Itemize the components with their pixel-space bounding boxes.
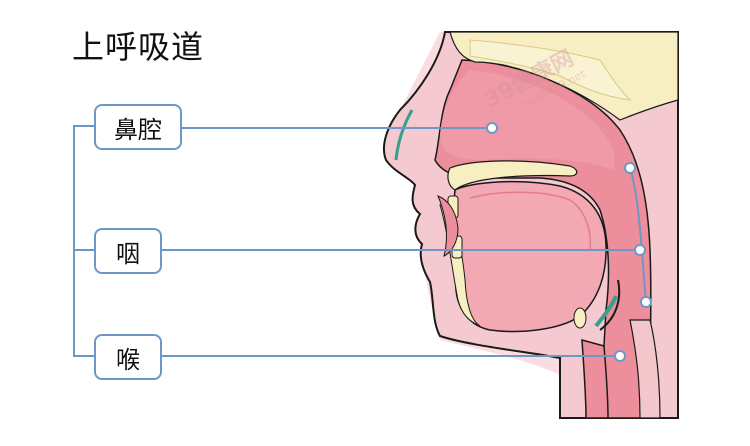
trachea bbox=[581, 338, 609, 419]
dot-pharynx-mid bbox=[634, 244, 646, 256]
pharynx-range-line bbox=[629, 167, 647, 303]
dot-nasal bbox=[486, 122, 498, 134]
palate-bone bbox=[447, 160, 578, 191]
label-larynx: 喉 bbox=[94, 334, 162, 380]
vocal-fold bbox=[594, 295, 618, 328]
lip-cavity bbox=[437, 195, 459, 257]
label-pharynx-text: 咽 bbox=[116, 239, 140, 268]
label-nasal-text: 鼻腔 bbox=[114, 115, 162, 144]
epiglottis bbox=[599, 279, 621, 331]
dot-pharynx-bottom bbox=[640, 296, 652, 308]
label-pharynx: 咽 bbox=[94, 228, 162, 274]
label-nasal-cavity: 鼻腔 bbox=[94, 104, 182, 150]
tongue-top bbox=[469, 191, 592, 251]
esophagus bbox=[629, 319, 661, 419]
hyoid-bone bbox=[573, 307, 587, 329]
skull-bone-inner bbox=[469, 39, 632, 101]
page-title: 上呼吸道 bbox=[72, 28, 205, 66]
leader-lines bbox=[73, 125, 647, 357]
label-larynx-text: 喉 bbox=[116, 345, 140, 374]
leader-dots bbox=[486, 122, 652, 362]
bracket-line bbox=[73, 125, 94, 357]
dot-pharynx-top bbox=[624, 162, 636, 174]
dot-larynx bbox=[614, 350, 626, 362]
nasal-inner bbox=[440, 70, 616, 170]
nasal-cartilage bbox=[394, 109, 414, 161]
